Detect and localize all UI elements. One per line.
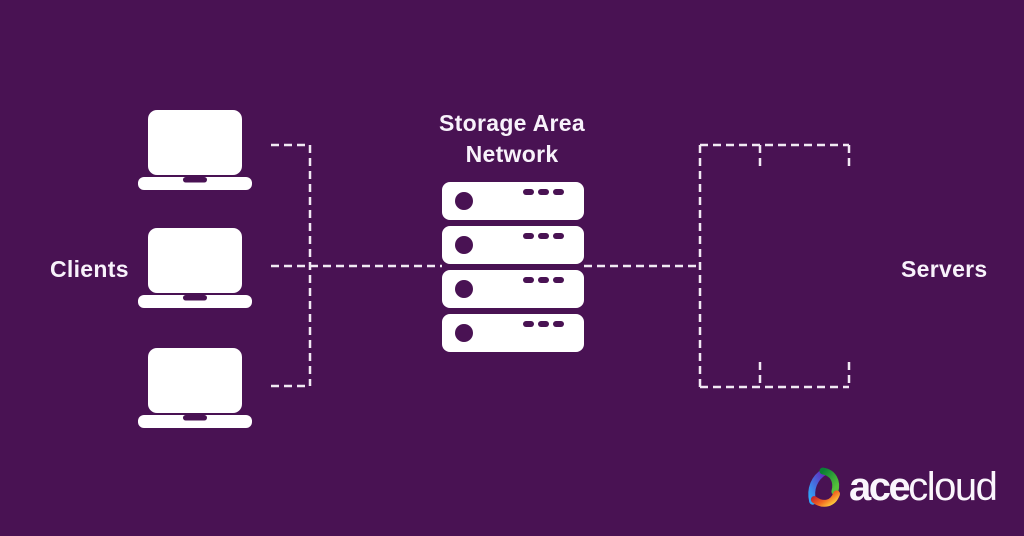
drive-vents-icon [523,233,564,239]
drive-dot-icon [455,192,473,210]
client-laptop-icon [138,110,252,190]
drive-dot-icon [455,236,473,254]
client-laptop-icon [138,348,252,428]
san-title: Storage Area Network [439,108,585,170]
logo-text-cloud: cloud [908,465,998,509]
acecloud-logo-mark-icon [808,467,840,507]
logo-text-ace: ace [849,465,911,509]
storage-server-icon [442,182,584,220]
drive-vents-icon [523,321,564,327]
client-laptop-icon [138,228,252,308]
storage-server-icon [442,314,584,352]
san-title-line1: Storage Area [439,110,585,136]
servers-label: Servers [901,256,988,282]
drive-dot-icon [455,280,473,298]
acecloud-logo: acecloud [804,462,998,512]
drive-dot-icon [455,324,473,342]
san-title-line2: Network [465,141,559,167]
acecloud-logo-text: acecloud [849,465,998,509]
storage-stack [442,182,584,352]
storage-server-icon [442,226,584,264]
clients-label: Clients [50,256,129,282]
drive-vents-icon [523,277,564,283]
drive-vents-icon [523,189,564,195]
storage-server-icon [442,270,584,308]
